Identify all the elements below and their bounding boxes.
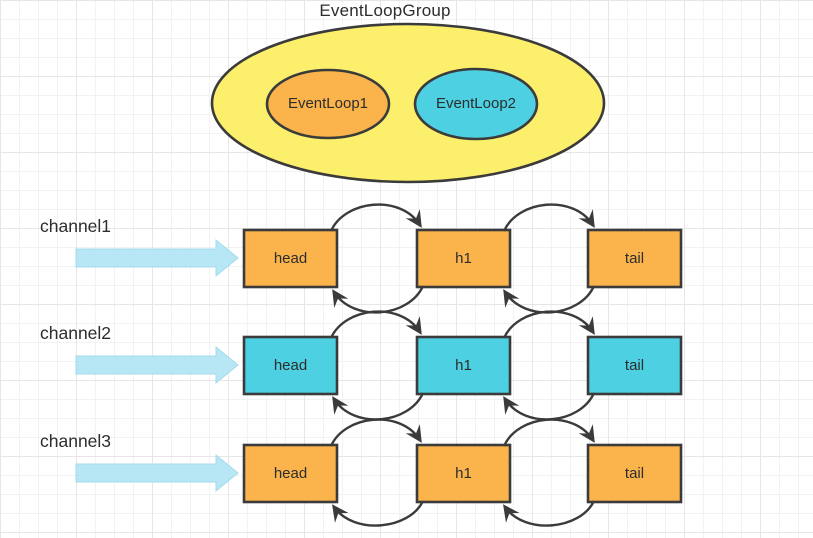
node-head-channel1	[242, 228, 339, 289]
node-tail-channel2	[586, 335, 683, 396]
node-head-channel3	[242, 443, 339, 504]
curved-arrow-icon	[502, 203, 595, 232]
node-label: h1	[455, 465, 472, 482]
node-tail-channel1	[586, 228, 683, 289]
node-label: head	[273, 250, 308, 267]
eventloopgroup-ellipse	[210, 22, 606, 184]
node-h1-channel2	[415, 335, 512, 396]
curved-arrow-icon	[329, 203, 422, 232]
eventloop2-ellipse	[413, 67, 539, 141]
channel2-label: channel2	[40, 323, 112, 343]
node-label: tail	[624, 465, 645, 482]
curved-arrow-icon	[503, 285, 596, 314]
eventloop2-label: EventLoop2	[435, 95, 517, 112]
right-arrow-icon	[75, 453, 239, 493]
curved-arrow-icon	[502, 418, 595, 447]
node-tail-channel3	[586, 443, 683, 504]
curved-arrow-icon	[332, 285, 425, 314]
curved-arrow-icon	[503, 500, 596, 527]
node-label: tail	[624, 250, 645, 267]
curved-arrow-icon	[332, 500, 425, 527]
right-arrow-icon	[75, 345, 239, 385]
node-label: h1	[455, 357, 472, 374]
curved-arrow-icon	[329, 418, 422, 447]
channel3-label: channel3	[40, 431, 112, 451]
node-h1-channel3	[415, 443, 512, 504]
node-label: head	[273, 465, 308, 482]
eventloopgroup-title: EventLoopGroup	[319, 1, 451, 20]
node-label: tail	[624, 357, 645, 374]
right-arrow-icon	[75, 238, 239, 278]
curved-arrow-icon	[329, 310, 422, 339]
curved-arrow-icon	[503, 392, 596, 421]
node-label: head	[273, 357, 308, 374]
eventloop1-ellipse	[265, 68, 391, 140]
node-label: h1	[455, 250, 472, 267]
eventloop1-label: EventLoop1	[287, 95, 369, 112]
curved-arrow-icon	[502, 310, 595, 339]
node-h1-channel1	[415, 228, 512, 289]
channel1-label: channel1	[40, 216, 112, 236]
node-head-channel2	[242, 335, 339, 396]
curved-arrow-icon	[332, 392, 425, 421]
